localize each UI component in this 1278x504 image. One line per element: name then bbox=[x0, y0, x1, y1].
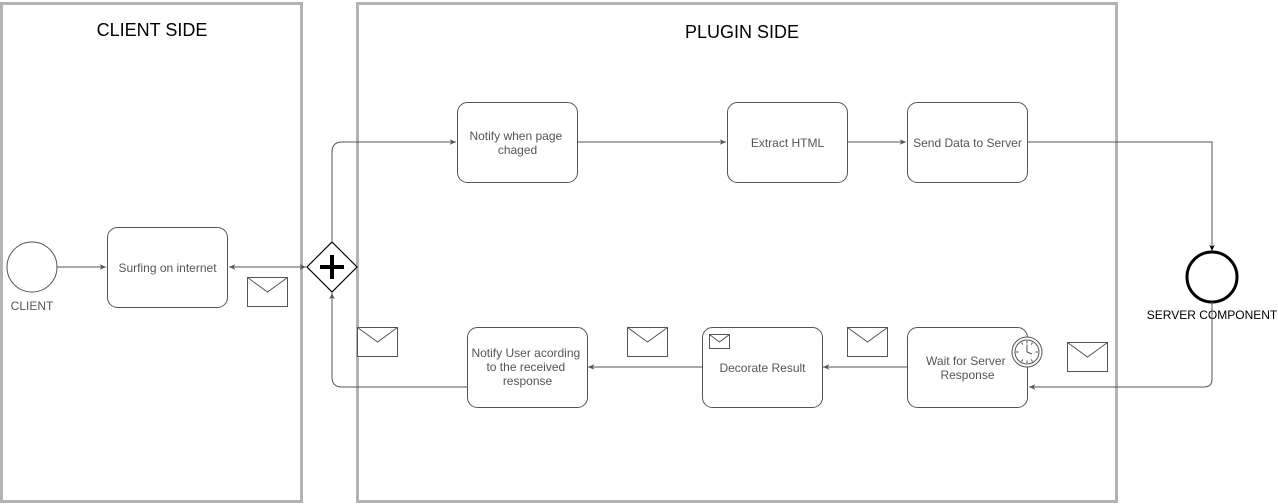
flow-notify-user-to-gateway bbox=[329, 293, 467, 388]
task-surfing-label: Surfing on internet bbox=[118, 261, 217, 275]
client-side-pool: CLIENT SIDE bbox=[0, 2, 303, 503]
flow-gateway-to-notify-page bbox=[331, 139, 456, 242]
client-start-label: CLIENT bbox=[11, 299, 54, 313]
task-send-data[interactable]: Send Data to Server bbox=[907, 102, 1028, 183]
client-start-event[interactable] bbox=[6, 241, 58, 293]
envelope-icon bbox=[1067, 342, 1108, 372]
task-notify-page-label: Notify when page chaged bbox=[469, 129, 565, 157]
envelope-icon bbox=[709, 334, 730, 349]
task-send-label: Send Data to Server bbox=[913, 136, 1022, 150]
task-decorate-result[interactable]: Decorate Result bbox=[702, 327, 823, 408]
task-extract-label: Extract HTML bbox=[751, 136, 825, 150]
plugin-side-pool: PLUGIN SIDE bbox=[356, 2, 1118, 503]
task-decorate-label: Decorate Result bbox=[719, 361, 806, 375]
plugin-side-title: PLUGIN SIDE bbox=[685, 22, 799, 42]
parallel-gateway[interactable] bbox=[306, 241, 358, 293]
task-notify-user[interactable]: Notify User acording to the received res… bbox=[467, 327, 588, 408]
client-side-title: CLIENT SIDE bbox=[97, 20, 208, 40]
task-notify-user-label: Notify User acording to the received res… bbox=[471, 346, 583, 388]
clock-icon bbox=[1011, 336, 1043, 368]
flow-send-to-server bbox=[1028, 141, 1215, 251]
server-component-event[interactable] bbox=[1185, 250, 1239, 304]
task-notify-page-changed[interactable]: Notify when page chaged bbox=[457, 102, 578, 183]
envelope-icon bbox=[627, 327, 668, 357]
task-extract-html[interactable]: Extract HTML bbox=[727, 102, 848, 183]
task-wait-response[interactable]: Wait for Server Response bbox=[907, 327, 1043, 408]
task-surfing[interactable]: Surfing on internet bbox=[107, 227, 228, 308]
envelope-icon bbox=[247, 277, 288, 307]
plus-icon bbox=[320, 255, 344, 279]
task-wait-label: Wait for Server Response bbox=[926, 354, 1009, 382]
sequence-flows bbox=[57, 139, 1215, 390]
envelope-icon bbox=[847, 327, 888, 357]
envelope-icon bbox=[357, 327, 398, 357]
flow-server-to-wait bbox=[1029, 302, 1213, 390]
